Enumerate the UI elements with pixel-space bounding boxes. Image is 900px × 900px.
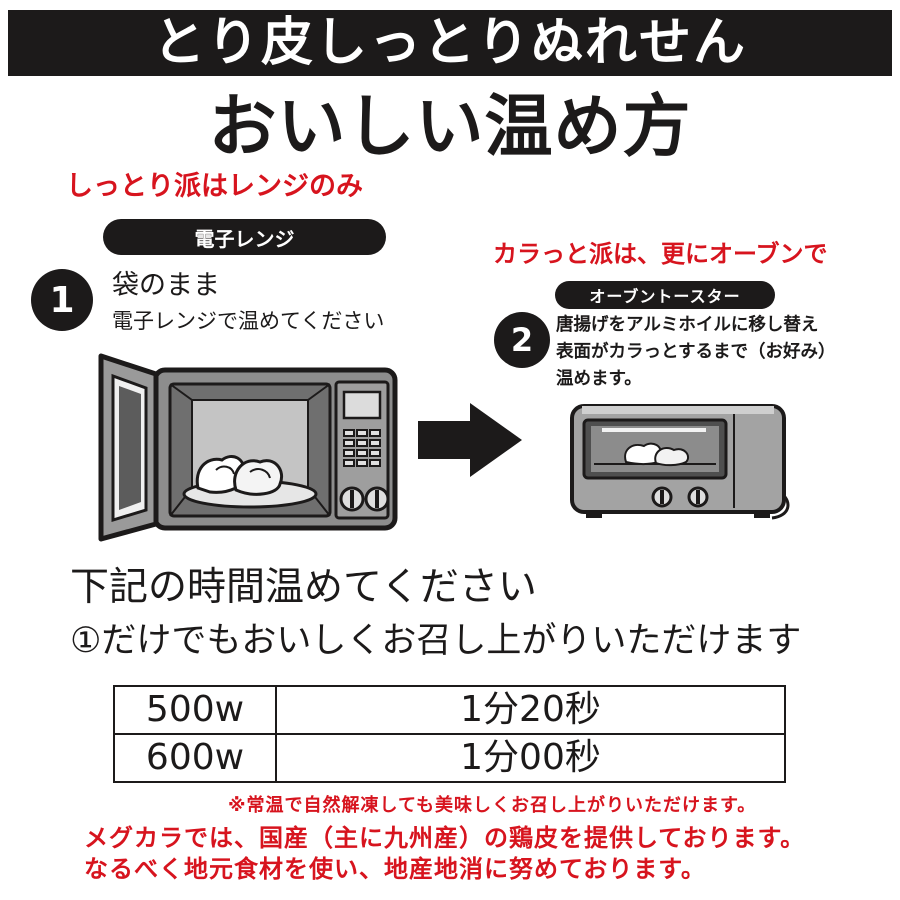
microwave-tagline: しっとり派はレンジのみ [66, 171, 363, 202]
toaster-handle [602, 428, 706, 432]
dial-knob-grip [350, 490, 354, 508]
panel-button [369, 449, 381, 457]
step-1-text: 電子レンジで温めてください [112, 309, 385, 333]
thaw-note: ※常温で自然解凍しても美味しくお召し上がりいただけます。 [228, 795, 757, 816]
panel-button [343, 429, 355, 437]
table-row: 500w 1分20秒 [113, 685, 786, 735]
food-piece [195, 455, 246, 494]
oven-badge: オーブントースター [555, 281, 775, 309]
arrow-shape [418, 403, 522, 477]
panel-button [356, 459, 368, 467]
page-title: おいしい温め方 [208, 88, 692, 167]
step-2-line: 表面がカラっとするまで（お好み） [556, 342, 836, 362]
food-piece [249, 468, 271, 479]
cavity-edge [307, 383, 331, 401]
footer-line: なるべく地元食材を使い、地産地消に努めております。 [84, 855, 706, 883]
step-2-number-label: 2 [510, 321, 534, 359]
step-1-title: 袋のまま [112, 270, 220, 301]
button-grid [343, 429, 381, 467]
microwave-icon [98, 353, 398, 542]
arrow-right-icon [418, 403, 522, 477]
panel-button [369, 439, 381, 447]
microwave-badge-label: 電子レンジ [194, 226, 295, 251]
wattage-cell: 600w [113, 733, 277, 783]
toaster-oven-icon [570, 404, 790, 520]
time-cell: 1分20秒 [275, 685, 786, 735]
panel-button [343, 439, 355, 447]
display-window [342, 390, 382, 420]
step-1-number-label: 1 [49, 279, 75, 321]
instruction-line-1: 下記の時間温めてください [70, 565, 537, 610]
top-banner: とり皮しっとりぬれせん [8, 10, 892, 76]
panel-button [343, 459, 355, 467]
footer-message: メグカラでは、国産（主に九州産）の鶏皮を提供しております。 なるべく地元食材を使… [84, 823, 805, 885]
food-piece [233, 459, 283, 496]
door-inner-panel [119, 386, 141, 510]
time-cell: 1分00秒 [275, 733, 786, 783]
step-2-line: 温めます。 [556, 369, 642, 389]
footer-line: メグカラでは、国産（主に九州産）の鶏皮を提供しております。 [84, 824, 806, 852]
step-2-line: 唐揚げをアルミホイルに移し替え [556, 315, 819, 335]
step-2-number: 2 [494, 312, 550, 368]
step-1-number: 1 [31, 269, 93, 331]
dial-knob-grip [375, 490, 379, 508]
heating-time-table: 500w 1分20秒 600w 1分00秒 [113, 685, 786, 783]
toaster-foot [586, 511, 602, 518]
food-piece [654, 446, 690, 467]
toaster-knob-grip [660, 490, 664, 504]
step-2-text: 唐揚げをアルミホイルに移し替え 表面がカラっとするまで（お好み） 温めます。 [556, 312, 835, 393]
oven-tagline: カラっと派は、更にオーブンで [493, 240, 828, 268]
panel-button [356, 439, 368, 447]
instruction-line-2: ①だけでもおいしくお召し上がりいただけます [70, 621, 802, 661]
food-piece [624, 442, 662, 465]
oven-badge-label: オーブントースター [589, 287, 741, 306]
table-row: 600w 1分00秒 [113, 733, 786, 783]
toaster-knob-grip [696, 490, 700, 504]
panel-button [369, 429, 381, 437]
toaster-foot [754, 511, 770, 518]
panel-button [369, 459, 381, 467]
product-name: とり皮しっとりぬれせん [152, 13, 747, 73]
toaster-top [582, 406, 774, 414]
panel-button [356, 429, 368, 437]
panel-button [356, 449, 368, 457]
panel-button [343, 449, 355, 457]
wattage-cell: 500w [113, 685, 277, 735]
cavity-edge [169, 383, 193, 401]
food-piece [215, 465, 235, 475]
microwave-badge: 電子レンジ [103, 219, 386, 255]
